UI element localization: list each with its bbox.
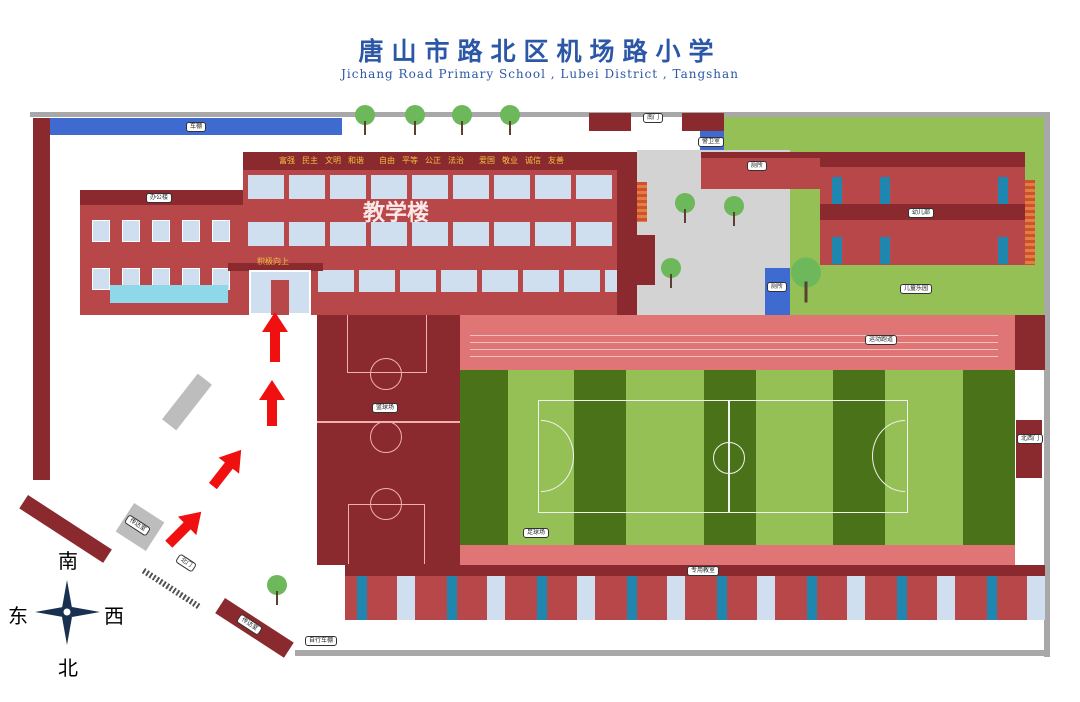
running-track-label: 运动跑道	[865, 335, 898, 345]
slogan: 和谐	[348, 156, 364, 165]
slogan: 平等	[402, 156, 418, 165]
slogan: 法治	[448, 156, 464, 165]
slogan: 敬业	[502, 156, 518, 165]
toilet-building: 厕所	[701, 152, 821, 189]
flower-bed	[162, 373, 212, 431]
map-subtitle: Jichang Road Primary School , Lubei Dist…	[341, 67, 739, 81]
core-values-slogans: 富强民主文明和谐 自由平等公正法治 爱国敬业诚信友善	[279, 155, 609, 166]
compass-south: 南	[58, 549, 78, 573]
annex	[637, 235, 655, 285]
arrow-icon	[208, 449, 242, 490]
reception-label: 传达室	[123, 514, 152, 537]
reception-booth: 传达室	[115, 502, 165, 552]
toilet-label: 厕所	[747, 161, 768, 171]
office-building-label: 办公楼	[146, 193, 173, 203]
arrow-icon	[165, 511, 202, 548]
compass-rose-icon	[35, 580, 100, 645]
kids-playground-label: 儿童乐园	[900, 284, 933, 294]
boundary-wall-bottom	[295, 650, 1050, 656]
football-field: 足球场	[460, 370, 1015, 545]
arrow-icon	[259, 380, 285, 426]
motto: 积极向上	[257, 257, 289, 266]
restroom-building: 厕所	[765, 268, 790, 315]
slogan: 民主	[302, 156, 318, 165]
north-west-gate: 北西门	[1016, 420, 1044, 478]
boundary-wall-right	[1044, 112, 1050, 657]
arrow-icon	[262, 312, 288, 362]
tree-icon	[723, 196, 745, 226]
compass-north: 北	[58, 656, 78, 680]
tree-icon	[266, 575, 288, 605]
basketball-court: 篮球场	[317, 315, 460, 565]
bike-shed-building-label: 传达室	[235, 613, 264, 636]
slogan: 友善	[548, 156, 564, 165]
stairs	[637, 182, 647, 222]
compass-west: 西	[104, 604, 124, 628]
gate-pillar-right	[682, 113, 724, 131]
office-building: 办公楼	[80, 190, 243, 315]
tree-icon	[499, 105, 521, 135]
tree-icon	[660, 258, 682, 288]
tree-icon	[404, 105, 426, 135]
restroom-label: 厕所	[767, 282, 788, 292]
bike-shed-top: 车棚	[50, 118, 342, 135]
guard-room-label: 警卫室	[698, 137, 725, 147]
gate-label: 北门	[174, 553, 198, 573]
slogan: 文明	[325, 156, 341, 165]
slogan: 爱国	[479, 156, 495, 165]
side-building	[1015, 315, 1045, 370]
stairs	[1025, 180, 1035, 265]
tree-icon	[451, 105, 473, 135]
north-west-gate-label: 北西门	[1017, 434, 1044, 444]
south-gate-label: 南门	[643, 113, 664, 123]
main-entrance	[249, 270, 311, 315]
bike-shed: 传达室	[215, 598, 294, 658]
gate-pillar-left	[589, 113, 631, 131]
slogan: 诚信	[525, 156, 541, 165]
bike-shed-label: 车棚	[186, 122, 207, 132]
tree-icon	[790, 257, 823, 303]
basketball-court-label: 篮球场	[372, 403, 399, 413]
slogan: 富强	[279, 156, 295, 165]
guard-room: 警卫室	[698, 131, 725, 151]
special-classrooms-label: 专用教室	[687, 566, 720, 576]
bike-shed-label: 自行车棚	[305, 636, 338, 646]
tree-icon	[354, 105, 376, 135]
kindergarten-building: 幼儿部	[820, 152, 1025, 265]
boundary-wall-left	[33, 118, 50, 480]
boundary-wall-top	[30, 112, 1050, 117]
tree-icon	[674, 193, 696, 223]
kindergarten-label: 幼儿部	[908, 208, 935, 218]
map-title: 唐山市路北区机场路小学	[358, 37, 722, 66]
special-classrooms-building: 专用教室	[345, 565, 1045, 620]
sliding-gate	[141, 568, 203, 611]
slogan: 自由	[379, 156, 395, 165]
slogan: 公正	[425, 156, 441, 165]
compass-east: 东	[8, 604, 28, 628]
teaching-building: 富强民主文明和谐 自由平等公正法治 爱国敬业诚信友善 教学楼 积极向上	[228, 152, 637, 315]
teaching-building-label: 教学楼	[363, 201, 430, 226]
football-field-label: 足球场	[523, 528, 550, 538]
